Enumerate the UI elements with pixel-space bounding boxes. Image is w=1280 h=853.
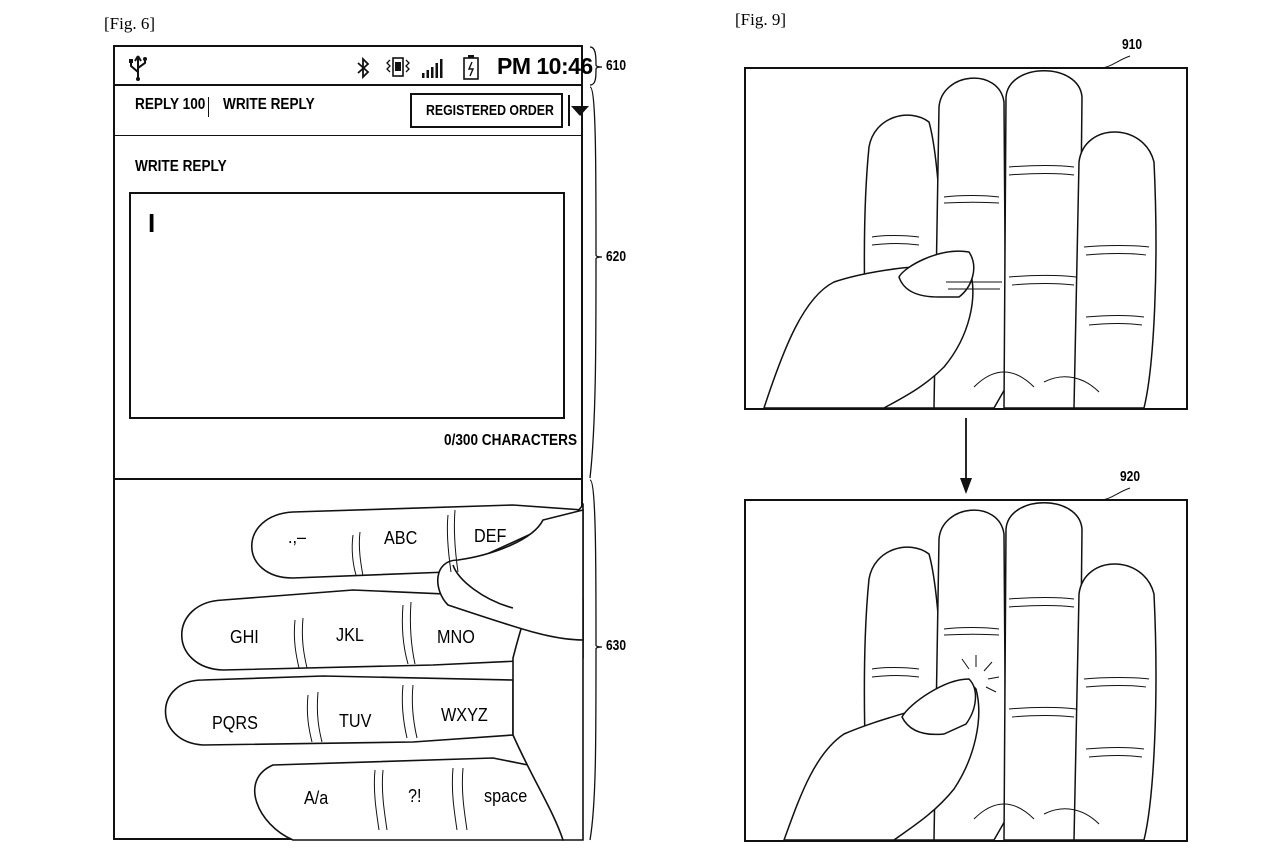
ref-920: 920 (1120, 468, 1141, 485)
key-wxyz[interactable]: WXYZ (441, 705, 488, 725)
reply-count[interactable]: REPLY 100 (135, 96, 206, 113)
ref-leader-910 (1099, 55, 1131, 69)
hand-drawing-910 (762, 70, 1157, 409)
ref-910: 910 (1122, 36, 1143, 53)
character-counter: 0/300 CHARACTERS (444, 432, 578, 449)
status-time: PM 10:46 (497, 53, 593, 79)
vibrate-icon (386, 57, 410, 77)
key-ghi[interactable]: GHI (230, 627, 259, 647)
keypad-divider (113, 478, 583, 480)
compose-title: WRITE REPLY (135, 158, 227, 175)
bluetooth-icon (357, 56, 370, 80)
usb-icon (129, 55, 147, 81)
ref-610: 610 (606, 57, 627, 74)
sort-dropdown[interactable]: REGISTERED ORDER (410, 93, 589, 128)
header-divider (113, 135, 583, 136)
key-mno[interactable]: MNO (437, 627, 475, 647)
fig6-label: [Fig. 6] (104, 14, 155, 33)
hand-drawing-920 (782, 502, 1157, 841)
status-divider (113, 84, 583, 86)
sort-dropdown-label: REGISTERED ORDER (426, 102, 554, 119)
key-tuv[interactable]: TUV (339, 711, 372, 731)
key-pqrs[interactable]: PQRS (212, 713, 258, 733)
ref-630: 630 (606, 637, 627, 654)
key-punctuation[interactable]: .,– (288, 527, 307, 547)
signal-icon (422, 59, 443, 78)
key-jkl[interactable]: JKL (336, 625, 364, 645)
key-space[interactable]: space (484, 786, 528, 806)
battery-icon (463, 55, 479, 80)
ref-620: 620 (606, 248, 627, 265)
chevron-down-icon (567, 95, 590, 126)
ref-leader-920 (1099, 487, 1131, 501)
write-reply-tab[interactable]: WRITE REPLY (223, 96, 315, 113)
key-def[interactable]: DEF (474, 526, 507, 546)
key-abc[interactable]: ABC (384, 528, 418, 548)
header-separator (208, 97, 209, 117)
text-cursor: I (148, 208, 156, 238)
reply-textarea[interactable] (129, 192, 565, 419)
reference-brackets (589, 46, 603, 841)
key-case-toggle[interactable]: A/a (304, 788, 329, 808)
key-symbols[interactable]: ?! (408, 786, 422, 806)
arrow-down-icon (960, 418, 972, 494)
fig9-label: [Fig. 9] (735, 10, 786, 29)
hand-keypad-drawing (164, 502, 584, 841)
